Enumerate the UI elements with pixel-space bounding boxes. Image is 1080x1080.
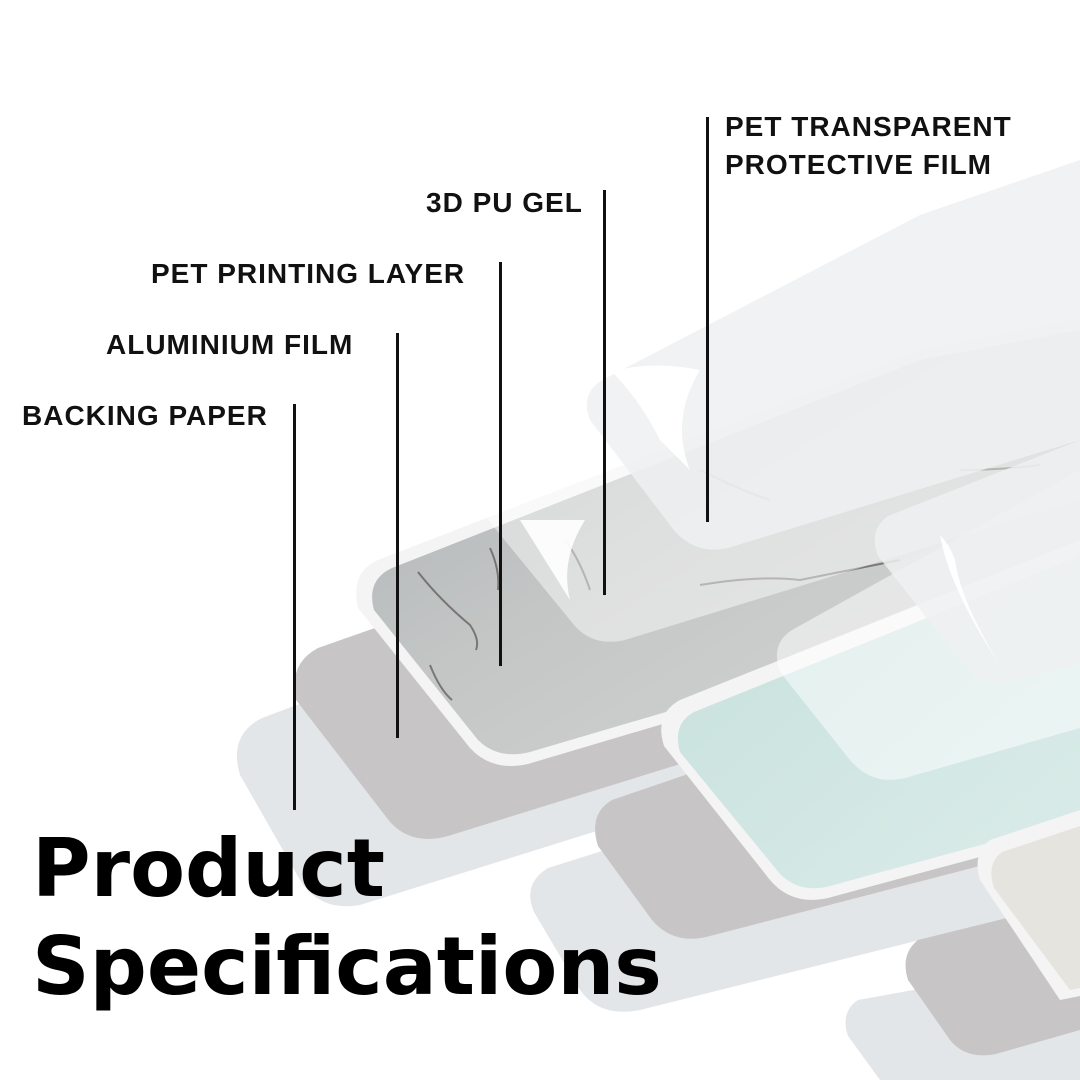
page-title: Product Specifications [32, 820, 662, 1016]
middle-protective-film [874, 440, 1080, 684]
pet-protective-film-label: PET TRANSPARENT PROTECTIVE FILM [725, 108, 1012, 184]
tile-stack-lower [845, 810, 1080, 1080]
tile-stack-middle [530, 440, 1080, 1012]
pu-gel-label: 3D PU GEL [426, 187, 583, 218]
pet-protective-film-label-line1: PET TRANSPARENT [725, 111, 1012, 142]
film-curl-edge [612, 365, 700, 470]
film-curl-shadow [520, 520, 585, 600]
aluminium-film-leader [396, 333, 399, 738]
pet-printing-layer-label: PET PRINTING LAYER [151, 258, 466, 289]
tile-stack-upper [236, 160, 1080, 907]
page-title-line1: Product [32, 822, 385, 915]
backing-paper-label: BACKING PAPER [22, 400, 268, 431]
page-title-line2: Specifications [32, 920, 662, 1013]
pet-printing-layer-leader [499, 262, 502, 666]
pet-protective-film-label-line2: PROTECTIVE FILM [725, 149, 992, 180]
pet-protective-film-leader [706, 117, 709, 522]
aluminium-film-label: ALUMINIUM FILM [106, 329, 354, 360]
pu-gel-leader [603, 190, 606, 595]
middle-film-curl [940, 535, 1000, 665]
pet-protective-film-layer [586, 160, 1080, 550]
backing-paper-leader [293, 404, 296, 810]
lower-beige-tile [991, 826, 1080, 990]
